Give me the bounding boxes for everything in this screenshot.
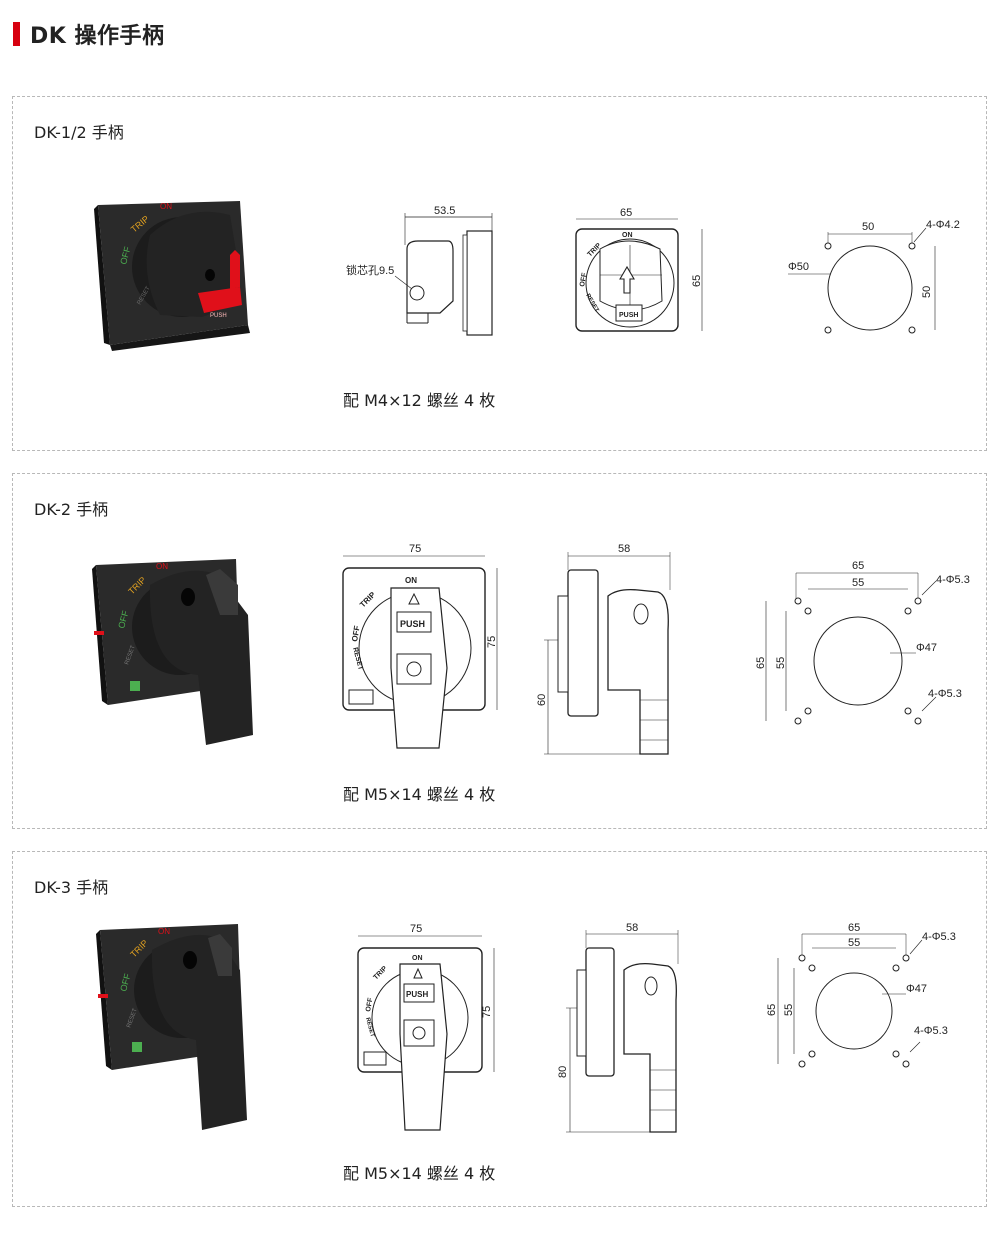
cutout-inner-h: 55 [848, 937, 860, 949]
cutout-holes-bottom: 4-Φ5.3 [928, 688, 962, 700]
cutout-outer-h: 65 [848, 922, 860, 934]
cutout-inner-v: 55 [783, 1004, 795, 1016]
cutout-holes: 4-Φ4.2 [926, 219, 960, 231]
cutout-dk-3: 65 55 4-Φ5.3 65 55 Φ47 4-Φ5.3 [766, 922, 956, 1068]
panel-label: DK-2 手柄 [34, 500, 109, 519]
side-width-dim: 58 [618, 543, 630, 555]
lock-hole-label: 锁芯孔9.5 [346, 263, 394, 277]
front-view-dk-3: 75 75 PUSH ON TRIP OFF RESET [357, 923, 495, 1131]
cutout-outer-v: 65 [755, 657, 767, 669]
cutout-outer-v: 65 [766, 1004, 778, 1016]
photo-off-label: OFF [118, 245, 132, 265]
front-off-label: OFF [579, 272, 588, 288]
screw-note: 配 M4×12 螺丝 4 枚 [343, 391, 496, 410]
panel-dk-2: DK-2 手柄 配 M5×14 螺丝 4 枚 [12, 473, 987, 829]
front-push-label: PUSH [619, 312, 638, 319]
panel-dk-1-2: DK-1/2 手柄 配 M4×12 螺丝 4 枚 [12, 96, 987, 451]
front-off-label: OFF [350, 625, 362, 642]
screw-note: 配 M5×14 螺丝 4 枚 [343, 1164, 496, 1183]
photo-push-label: PUSH [210, 313, 227, 319]
side-width-dim: 58 [626, 922, 638, 934]
front-push-label: PUSH [406, 990, 428, 999]
cutout-outer-h: 65 [852, 560, 864, 572]
front-view-dk-2: 75 75 PUSH ON TRIP OFF RESET [342, 543, 498, 749]
side-depth-dim: 60 [536, 694, 548, 706]
photo-on-label: ON [156, 562, 168, 571]
cutout-diameter: Φ50 [788, 261, 809, 273]
side-view-dk-2: 58 60 [536, 543, 671, 755]
front-height-dim: 75 [486, 636, 498, 648]
handle-photo-dk-2: OFF TRIP ON RESET [92, 559, 253, 745]
front-push-label: PUSH [400, 619, 425, 629]
cutout-diameter: Φ47 [916, 642, 937, 654]
page-title: DK 操作手柄 [30, 24, 165, 49]
front-view-dk-1-2: 65 65 PUSH ON TRIP OFF RESET [575, 207, 703, 332]
front-width-dim: 65 [620, 207, 632, 219]
side-view-dk-3: 58 80 [557, 922, 679, 1133]
handle-photo-dk-3: OFF TRIP ON RESET [96, 924, 247, 1130]
front-width-dim: 75 [410, 923, 422, 935]
front-height-dim: 65 [691, 275, 703, 287]
front-height-dim: 75 [481, 1006, 493, 1018]
cutout-holes-bottom: 4-Φ5.3 [914, 1025, 948, 1037]
side-view-dk-1-2: 53.5 锁芯孔9.5 [346, 205, 493, 336]
panel-label: DK-3 手柄 [34, 878, 109, 897]
cutout-holes-top: 4-Φ5.3 [922, 931, 956, 943]
panel-label: DK-1/2 手柄 [34, 123, 124, 142]
cutout-holes-top: 4-Φ5.3 [936, 574, 970, 586]
cutout-inner-h: 55 [852, 577, 864, 589]
handle-photo-dk-1-2: OFF TRIP ON PUSH RESET [94, 201, 250, 351]
front-on-label: ON [412, 955, 423, 962]
photo-off-label: OFF [116, 609, 130, 629]
cutout-dk-1-2: 50 4-Φ4.2 50 Φ50 [788, 219, 960, 334]
photo-off-label: OFF [118, 972, 132, 992]
panel-dk-3: DK-3 手柄 配 M5×14 螺丝 4 枚 [12, 851, 987, 1207]
front-on-label: ON [622, 232, 633, 239]
cutout-hole-spacing-v: 50 [921, 286, 933, 298]
side-width-dim: 53.5 [434, 205, 455, 217]
cutout-inner-v: 55 [775, 657, 787, 669]
cutout-hole-spacing-h: 50 [862, 221, 874, 233]
photo-on-label: ON [158, 927, 170, 936]
title-accent-bar [13, 22, 20, 46]
screw-note: 配 M5×14 螺丝 4 枚 [343, 785, 496, 804]
front-off-label: OFF [365, 997, 374, 1013]
photo-on-label: ON [160, 202, 172, 211]
front-width-dim: 75 [409, 543, 421, 555]
front-on-label: ON [405, 576, 417, 585]
front-reset-label: RESET [364, 1017, 375, 1038]
cutout-diameter: Φ47 [906, 983, 927, 995]
cutout-dk-2: 65 55 4-Φ5.3 65 55 Φ47 4-Φ5.3 [755, 560, 970, 725]
side-depth-dim: 80 [557, 1066, 569, 1078]
